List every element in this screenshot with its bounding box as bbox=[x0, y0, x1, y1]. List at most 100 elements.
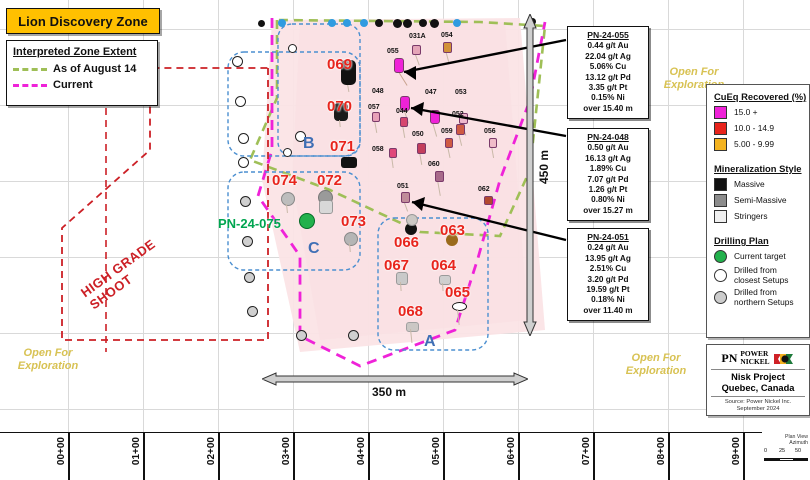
collar-dot bbox=[238, 133, 249, 144]
collar-dot bbox=[240, 196, 251, 207]
hole-label: 053 bbox=[455, 89, 467, 96]
scalebar-number: 25 bbox=[779, 448, 786, 454]
hole-label: 058 bbox=[372, 146, 384, 153]
intercept-marker bbox=[484, 196, 493, 205]
collar-dot bbox=[328, 19, 336, 27]
axis-tick bbox=[518, 433, 520, 480]
assay-line: 2.51% Cu bbox=[589, 264, 627, 274]
intercept-marker bbox=[456, 124, 465, 135]
scalebar-number: 50 bbox=[795, 448, 802, 454]
axis-tick-label: 02+00 bbox=[206, 437, 217, 466]
assay-line: 5.06% Cu bbox=[589, 62, 627, 72]
assay-line: over 15.40 m bbox=[583, 103, 633, 113]
gridline bbox=[68, 0, 69, 432]
hole-label: 050 bbox=[412, 131, 424, 138]
hole-label-069: 069 bbox=[327, 56, 353, 73]
page-title: Lion Discovery Zone bbox=[6, 8, 160, 34]
assay-line: 0.50 g/t Au bbox=[587, 143, 629, 153]
intercept-stringer bbox=[452, 302, 467, 311]
cueq-header: CuEq Recovered (%) bbox=[714, 91, 807, 102]
axis-tick bbox=[218, 433, 220, 480]
collar-dot bbox=[360, 19, 368, 27]
min-item-1: Semi-Massive bbox=[714, 194, 802, 207]
collar-dot bbox=[235, 96, 246, 107]
assay-line: 0.15% Ni bbox=[591, 93, 625, 103]
intercept-marker bbox=[394, 58, 404, 73]
legend-item-august: As of August 14 bbox=[13, 63, 151, 75]
axis-tick bbox=[293, 433, 295, 480]
collar-dot bbox=[258, 20, 265, 27]
collar-dot bbox=[348, 330, 359, 341]
hole-label-071: 071 bbox=[330, 138, 356, 155]
zone-label-c: C bbox=[308, 240, 320, 257]
gridline bbox=[0, 409, 810, 410]
collar-dot bbox=[295, 131, 306, 142]
assay-id: PN-24-051 bbox=[587, 232, 629, 242]
scalebar-graphic bbox=[764, 458, 808, 461]
assay-line: 3.35 g/t Pt bbox=[588, 83, 628, 93]
hole-label: 051 bbox=[397, 183, 409, 190]
collar-circle-icon bbox=[714, 269, 727, 283]
assay-line: 22.04 g/t Ag bbox=[585, 51, 631, 61]
intercept-marker bbox=[389, 148, 397, 158]
collar-dot bbox=[430, 19, 439, 28]
collar-dot bbox=[232, 56, 243, 67]
intercept-stringer bbox=[396, 272, 408, 285]
drill-label: Drilled from closest Setups bbox=[734, 265, 789, 285]
hole-label: 052 bbox=[452, 111, 464, 118]
color-swatch-icon bbox=[714, 178, 727, 191]
min-label: Semi-Massive bbox=[734, 194, 787, 205]
collar-dot bbox=[278, 19, 286, 27]
min-item-2: Stringers bbox=[714, 210, 802, 223]
min-label: Stringers bbox=[734, 210, 768, 221]
axis-tick bbox=[668, 433, 670, 480]
hole-label-067: 067 bbox=[384, 257, 410, 274]
axis-tick-label: 09+00 bbox=[731, 437, 742, 466]
axis-tick bbox=[143, 433, 145, 480]
mineralization-header: Mineralization Style bbox=[714, 163, 802, 174]
collar-dot bbox=[242, 236, 253, 247]
assay-line: 0.18% Ni bbox=[591, 295, 625, 305]
zone-polygons bbox=[61, 18, 547, 368]
hole-label: 047 bbox=[425, 89, 437, 96]
open-for-exploration-left: Open For Exploration bbox=[17, 347, 79, 372]
collar-dot bbox=[296, 330, 307, 341]
axis-tick bbox=[443, 433, 445, 480]
color-swatch-icon bbox=[714, 210, 727, 223]
min-item-0: Massive bbox=[714, 178, 802, 191]
hole-label: 062 bbox=[478, 186, 490, 193]
axis-tick bbox=[743, 433, 745, 480]
assay-line: over 11.40 m bbox=[583, 305, 633, 315]
hole-label: 054 bbox=[441, 32, 453, 39]
min-label: Massive bbox=[734, 178, 765, 189]
hole-label-074: 074 bbox=[272, 172, 298, 189]
hole-label-070: 070 bbox=[327, 98, 353, 115]
hole-label-063: 063 bbox=[440, 222, 466, 239]
assay-line: 0.24 g/t Au bbox=[587, 243, 629, 253]
collar-dot bbox=[343, 19, 351, 27]
intercept-semi bbox=[281, 192, 295, 206]
assay-line: 0.80% Ni bbox=[591, 195, 625, 205]
project-name: Nisk Project Quebec, Canada bbox=[711, 369, 805, 394]
interpreted-zone-legend: Interpreted Zone Extent As of August 14 … bbox=[6, 40, 158, 106]
collar-dot bbox=[375, 19, 383, 27]
assay-id: PN-24-048 bbox=[587, 132, 629, 142]
hole-label-064: 064 bbox=[431, 257, 457, 274]
hole-label: 031A bbox=[409, 33, 426, 40]
color-swatch-icon bbox=[714, 106, 727, 119]
gridline bbox=[668, 0, 669, 432]
hole-label: 044 bbox=[396, 108, 408, 115]
hole-label: 057 bbox=[368, 104, 380, 111]
drill-item-0: Current target bbox=[714, 250, 802, 263]
gridline bbox=[218, 0, 219, 432]
map-legend-panel: CuEq Recovered (%) 15.0 + 10.0 - 14.9 5.… bbox=[706, 84, 810, 338]
axis-tick-label: 01+00 bbox=[131, 437, 142, 466]
collar-dot bbox=[419, 19, 427, 27]
collar-dot bbox=[393, 19, 402, 28]
current-target-collar bbox=[299, 213, 315, 229]
hole-label: 055 bbox=[387, 48, 399, 55]
scale-bar-horizontal bbox=[262, 372, 528, 386]
assay-line: 1.89% Cu bbox=[589, 164, 627, 174]
collar-circle-icon bbox=[714, 291, 727, 305]
